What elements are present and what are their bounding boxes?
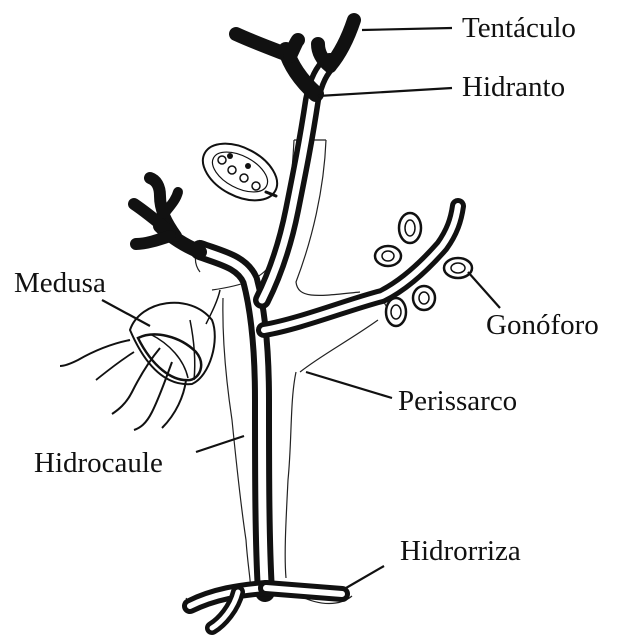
leader-hidrocaule bbox=[196, 436, 244, 452]
medusa-figure bbox=[60, 290, 220, 430]
leader-hidranto bbox=[318, 88, 452, 96]
hydranth-top bbox=[236, 20, 354, 94]
leader-perissarco bbox=[306, 372, 392, 398]
label-tentaculo-group: Tentáculo bbox=[362, 12, 576, 44]
label-perissarco-group: Perissarco bbox=[306, 372, 517, 417]
label-perissarco: Perissarco bbox=[398, 385, 517, 417]
leader-gonoforo bbox=[468, 272, 500, 308]
label-hidrorriza: Hidrorriza bbox=[400, 535, 521, 567]
label-tentaculo: Tentáculo bbox=[462, 12, 576, 44]
label-gonoforo-group: Gonóforo bbox=[468, 272, 599, 341]
leader-hidrorriza bbox=[346, 566, 384, 588]
hydranth-left bbox=[134, 178, 200, 252]
label-gonoforo: Gonóforo bbox=[486, 309, 599, 341]
label-hidranto-group: Hidranto bbox=[318, 71, 565, 103]
label-hidrocaule: Hidrocaule bbox=[34, 447, 163, 479]
label-medusa: Medusa bbox=[14, 267, 106, 299]
gonangium-oval bbox=[193, 132, 286, 212]
label-medusa-group: Medusa bbox=[14, 267, 150, 326]
label-hidrocaule-group: Hidrocaule bbox=[34, 436, 244, 479]
leader-tentaculo bbox=[362, 28, 452, 30]
label-hidranto: Hidranto bbox=[462, 71, 565, 103]
label-hidrorriza-group: Hidrorriza bbox=[346, 535, 521, 588]
